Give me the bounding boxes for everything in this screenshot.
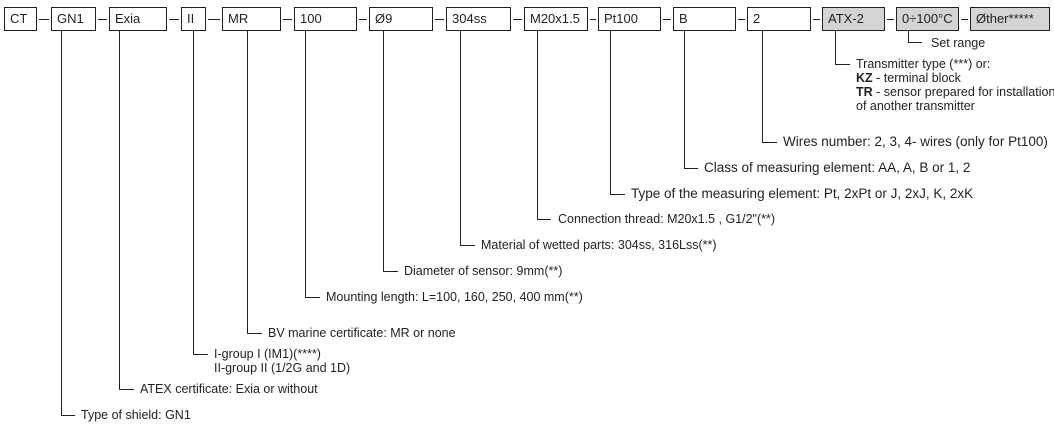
leader-line-shield (61, 31, 62, 415)
leader-line-thread (537, 31, 538, 219)
leader-line-mounting (305, 31, 306, 297)
leader-line-transmitter (835, 64, 850, 65)
leader-line-group (193, 354, 208, 355)
leader-line-thread (537, 219, 551, 220)
dash-connector (435, 19, 444, 20)
label-diameter: Diameter of sensor: 9mm(**) (404, 264, 563, 278)
leader-line-class (684, 31, 685, 168)
label-marine: BV marine certificate: MR or none (268, 326, 456, 340)
label-mounting: Mounting length: L=100, 160, 250, 400 mm… (326, 290, 583, 304)
code-box-length: 100 (294, 7, 357, 31)
code-box-wires: 2 (747, 7, 811, 31)
leader-line-element (610, 194, 625, 195)
dash-connector (208, 19, 220, 20)
tr-text-continued: of another transmitter (856, 99, 975, 113)
leader-line-wires (762, 142, 777, 143)
dash-connector (813, 19, 820, 20)
leader-line-marine (247, 31, 248, 333)
dash-connector (738, 19, 745, 20)
leader-line-range (908, 42, 922, 43)
label-class: Class of measuring element: AA, A, B or … (704, 160, 971, 175)
label-group: I-group I (IM1)(****) II-group II (1/2G … (214, 347, 350, 375)
leader-line-shield (61, 415, 75, 416)
leader-line-atex (119, 389, 134, 390)
leader-line-marine (247, 333, 262, 334)
tr-code: TR (856, 85, 873, 99)
leader-line-mounting (305, 297, 320, 298)
leader-line-element (610, 31, 611, 194)
dash-connector (513, 19, 522, 20)
dash-connector (663, 19, 671, 20)
label-transmitter: Transmitter type (***) or: KZ - terminal… (856, 57, 1054, 113)
code-box-atex: Exia (109, 7, 167, 31)
code-box-ct: CT (4, 7, 37, 31)
code-box-group: II (181, 7, 206, 31)
dash-connector (98, 19, 107, 20)
dash-connector (169, 19, 179, 20)
code-box-thread: M20x1.5 (524, 7, 588, 31)
leader-line-atex (119, 31, 120, 389)
leader-line-range (908, 31, 909, 42)
leader-line-transmitter (835, 31, 836, 64)
leader-line-diameter (383, 31, 384, 271)
label-wires: Wires number: 2, 3, 4- wires (only for P… (783, 134, 1048, 149)
leader-line-group (193, 31, 194, 354)
leader-line-class (684, 168, 698, 169)
kz-code: KZ (856, 71, 873, 85)
label-atex: ATEX certificate: Exia or without (140, 382, 318, 396)
dash-connector (359, 19, 367, 20)
tr-text: - sensor prepared for installation (872, 85, 1054, 99)
dash-connector (887, 19, 894, 20)
dash-connector (39, 19, 49, 20)
label-element-type: Type of the measuring element: Pt, 2xPt … (631, 186, 974, 201)
dash-connector (961, 19, 968, 20)
leader-line-diameter (383, 271, 398, 272)
kz-text: - terminal block (872, 71, 961, 85)
transmitter-tr-line: TR - sensor prepared for installation (856, 85, 1054, 99)
code-box-element: Pt100 (598, 7, 661, 31)
dash-connector (590, 19, 596, 20)
label-thread: Connection thread: M20x1.5 , G1/2"(**) (558, 212, 776, 226)
group-1-text: I-group I (IM1)(****) (214, 347, 321, 361)
transmitter-type-text: Transmitter type (***) or: (856, 57, 991, 71)
code-box-class: B (673, 7, 736, 31)
code-box-transmitter: ATX-2 (822, 7, 885, 31)
code-box-shield: GN1 (51, 7, 96, 31)
leader-line-wires (762, 31, 763, 142)
label-set-range: Set range (931, 36, 986, 50)
leader-line-material (460, 31, 461, 245)
leader-line-material (460, 245, 475, 246)
transmitter-kz-line: KZ - terminal block (856, 71, 1054, 85)
code-box-material: 304ss (446, 7, 511, 31)
dash-connector (283, 19, 292, 20)
group-2-text: II-group II (1/2G and 1D) (214, 361, 351, 375)
label-shield: Type of shield: GN1 (81, 408, 191, 422)
code-box-range: 0÷100°C (896, 7, 959, 31)
code-box-other: Øther***** (970, 7, 1050, 31)
code-box-marine: MR (222, 7, 281, 31)
label-material: Material of wetted parts: 304ss, 316Lss(… (481, 238, 717, 252)
code-box-diameter: Ø9 (369, 7, 433, 31)
